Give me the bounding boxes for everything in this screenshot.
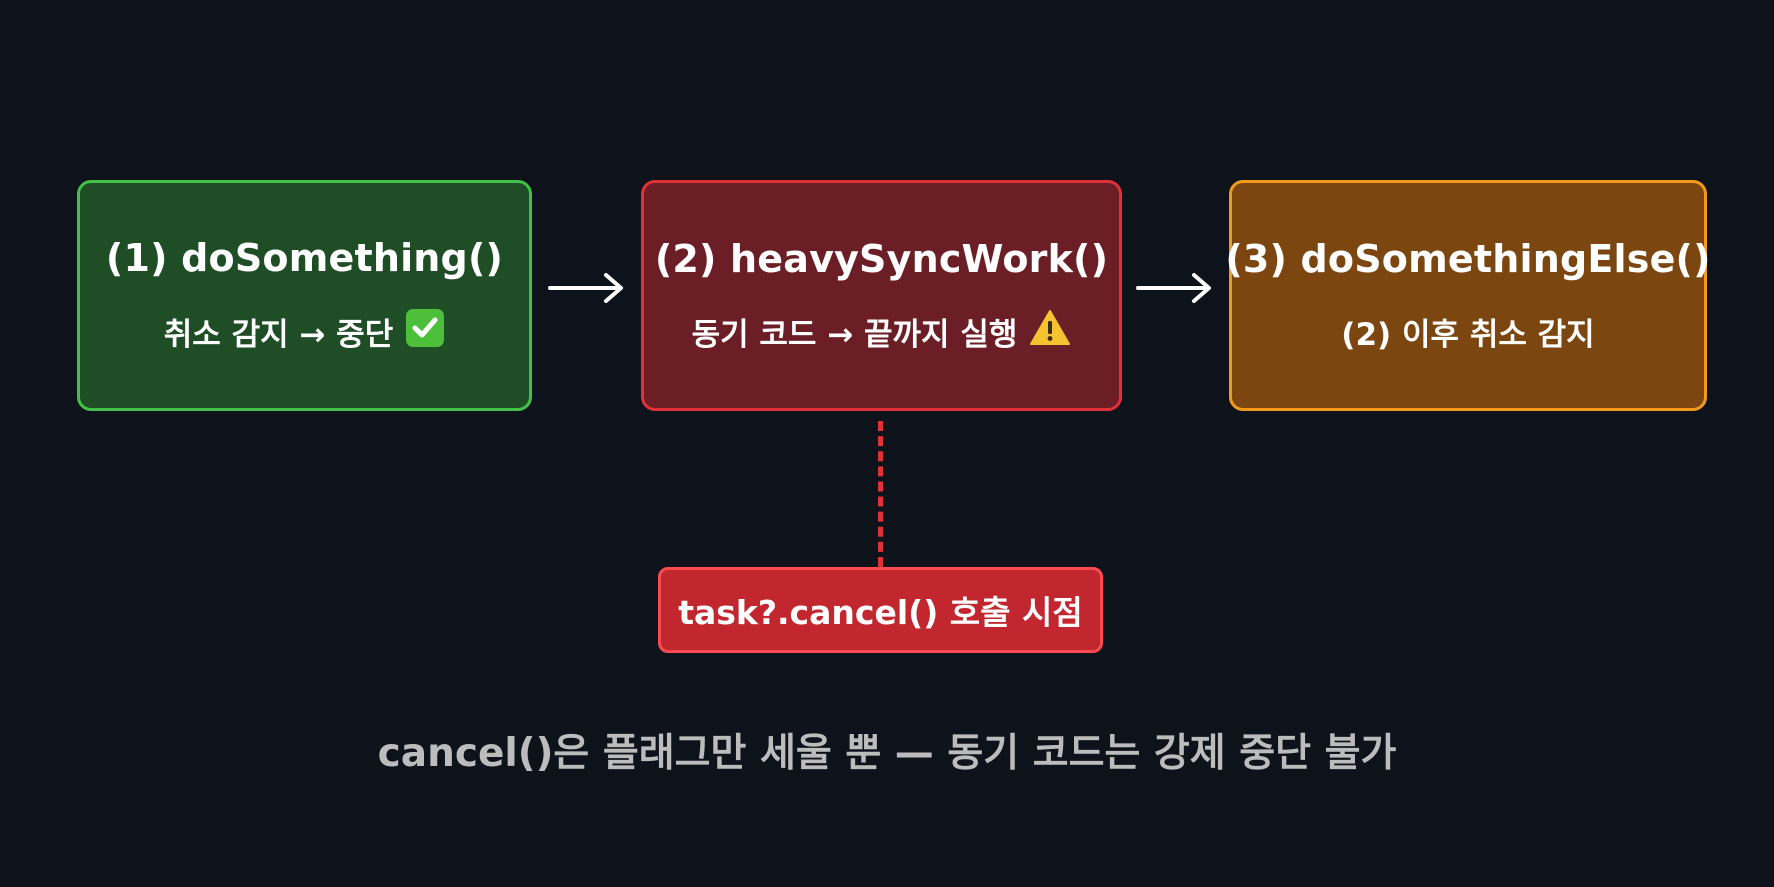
cancel-connector-line xyxy=(878,421,883,567)
step-3-subtitle: (2) 이후 취소 감지 xyxy=(1341,317,1595,353)
warning-icon xyxy=(1029,309,1071,355)
step-3-title: (3) doSomethingElse() xyxy=(1225,237,1711,281)
cancel-point-box: task?.cancel() 호출 시점 xyxy=(658,567,1103,653)
step-2-subtitle-row: 동기 코드 → 끝까지 실행 xyxy=(692,309,1072,355)
step-2-box: (2) heavySyncWork() 동기 코드 → 끝까지 실행 xyxy=(641,180,1122,411)
check-mark-icon xyxy=(405,308,445,356)
diagram-caption: cancel()은 플래그만 세울 뿐 — 동기 코드는 강제 중단 불가 xyxy=(377,731,1397,776)
step-2-title: (2) heavySyncWork() xyxy=(654,236,1109,281)
step-2-subtitle: 동기 코드 → 끝까지 실행 xyxy=(691,317,1018,353)
step-1-box: (1) doSomething() 취소 감지 → 중단 xyxy=(77,180,532,411)
step-1-subtitle-row: 취소 감지 → 중단 xyxy=(164,308,445,356)
step-1-subtitle: 취소 감지 → 중단 xyxy=(163,317,394,353)
step-1-title: (1) doSomething() xyxy=(105,235,504,280)
arrow-2-to-3-icon xyxy=(1136,270,1214,310)
cancel-point-label: task?.cancel() 호출 시점 xyxy=(678,593,1083,632)
step-3-box: (3) doSomethingElse() (2) 이후 취소 감지 xyxy=(1225,180,1710,411)
arrow-1-to-2-icon xyxy=(548,270,626,310)
